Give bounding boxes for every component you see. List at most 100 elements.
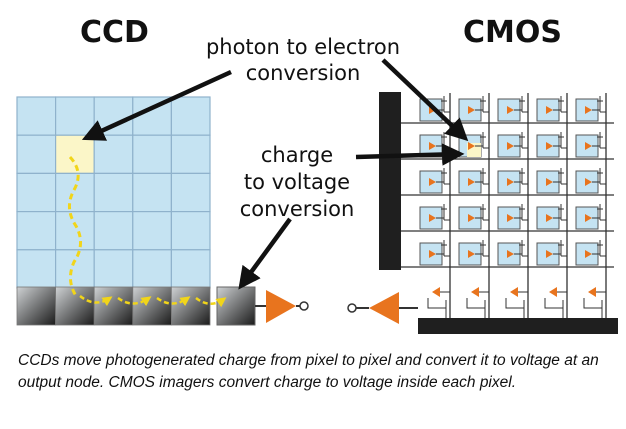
ccd-pixel <box>170 211 211 251</box>
pixel-amplifier-icon <box>585 178 592 186</box>
cmos-title: CMOS <box>463 15 562 50</box>
ccd-pixel <box>93 249 134 289</box>
photon-arrow-to-ccd <box>81 69 232 141</box>
pixel-transistor-wiring <box>514 240 528 257</box>
column-amp-wiring <box>466 291 489 318</box>
pixel-amplifier-icon <box>507 142 514 150</box>
ccd-pixel-array <box>16 96 211 289</box>
cmos-pixel <box>536 168 567 194</box>
ccd-pixel <box>93 172 134 213</box>
pixel-amplifier-icon <box>507 250 514 258</box>
pixel-transistor-wiring <box>553 96 567 113</box>
pixel-transistor-wiring <box>592 204 606 221</box>
ccd-pixel <box>54 96 95 136</box>
cmos-column-output-bus <box>418 318 618 334</box>
charge-arrow-to-ccd <box>238 217 292 290</box>
cmos-pixel <box>497 96 528 122</box>
cmos-pixel <box>575 240 606 266</box>
column-amp-wiring <box>427 291 450 318</box>
cmos-pixel <box>575 168 606 194</box>
output-node-circle-icon <box>299 301 309 311</box>
pixel-amplifier-icon <box>585 250 592 258</box>
photon-callout-line1: photon to electron <box>206 35 400 59</box>
pixel-amplifier-icon <box>546 214 553 222</box>
pixel-amplifier-icon <box>507 178 514 186</box>
pixel-transistor-wiring <box>553 204 567 221</box>
ccd-output-node <box>216 286 256 326</box>
pixel-transistor-wiring <box>475 204 489 221</box>
ccd-register-cell <box>170 286 211 326</box>
ccd-pixel <box>170 172 211 213</box>
ccd-register-cell <box>93 286 134 326</box>
pixel-transistor-wiring <box>475 96 489 113</box>
ccd-title: CCD <box>80 15 149 50</box>
amplifier-triangle-icon <box>588 287 596 297</box>
amplifier-triangle-icon <box>549 287 557 297</box>
pixel-amplifier-icon <box>546 142 553 150</box>
pixel-transistor-wiring <box>553 240 567 257</box>
ccd-pixel <box>93 211 134 251</box>
pixel-transistor-wiring <box>553 168 567 185</box>
cmos-pixel <box>419 204 450 230</box>
charge-arrow-to-cmos <box>355 143 465 166</box>
cmos-column-amplifiers <box>427 287 606 318</box>
output-node-circle-icon <box>347 303 357 313</box>
figure-caption: CCDs move photogenerated charge from pix… <box>18 352 599 391</box>
ccd-pixel <box>132 249 173 289</box>
cmos-pixel <box>536 240 567 266</box>
photon-callout-line2: conversion <box>246 61 361 85</box>
cmos-pixel <box>458 240 489 266</box>
amplifier-triangle-icon <box>471 287 479 297</box>
column-amp-wiring <box>544 291 567 318</box>
column-amp-wiring <box>583 291 606 318</box>
charge-callout-line1: charge <box>261 143 333 167</box>
ccd-cmos-diagram: CCD CMOS photon to electron conversion c… <box>16 15 618 334</box>
ccd-pixel <box>16 249 57 289</box>
charge-callout-line2: to voltage <box>244 170 350 194</box>
pixel-transistor-wiring <box>592 96 606 113</box>
cmos-pixel <box>536 96 567 122</box>
pixel-amplifier-icon <box>468 178 475 186</box>
cmos-pixel <box>575 96 606 122</box>
ccd-shift-register <box>16 286 211 326</box>
pixel-transistor-wiring <box>436 168 450 185</box>
pixel-amplifier-icon <box>546 178 553 186</box>
ccd-pixel <box>54 172 95 213</box>
charge-path-hop-2 <box>117 296 152 307</box>
pixel-amplifier-icon <box>429 250 436 258</box>
cmos-pixel <box>497 204 528 230</box>
amplifier-triangle-icon <box>432 287 440 297</box>
charge-callout-line3: conversion <box>240 197 355 221</box>
pixel-amplifier-icon <box>507 106 514 114</box>
pixel-transistor-wiring <box>436 204 450 221</box>
pixel-amplifier-icon <box>468 142 475 150</box>
pixel-transistor-wiring <box>475 132 489 149</box>
cmos-pixel <box>497 132 528 158</box>
pixel-amplifier-icon <box>585 106 592 114</box>
ccd-pixel <box>16 172 57 213</box>
column-amp-wiring <box>505 291 528 318</box>
cmos-pixel <box>497 168 528 194</box>
ccd-pixel <box>16 211 57 251</box>
cmos-pixel <box>419 168 450 194</box>
pixel-transistor-wiring <box>514 168 528 185</box>
pixel-transistor-wiring <box>436 96 450 113</box>
ccd-pixel <box>132 211 173 251</box>
pixel-amplifier-icon <box>468 106 475 114</box>
pixel-transistor-wiring <box>592 132 606 149</box>
ccd-pixel <box>170 249 211 289</box>
ccd-pixel <box>54 249 95 289</box>
pixel-transistor-wiring <box>475 168 489 185</box>
photon-arrow-to-cmos <box>381 58 469 142</box>
cmos-pixel-array <box>401 93 614 318</box>
pixel-transistor-wiring <box>514 132 528 149</box>
ccd-register-cell <box>16 286 56 326</box>
amplifier-triangle-icon <box>510 287 518 297</box>
pixel-amplifier-icon <box>429 178 436 186</box>
cmos-pixel <box>575 204 606 230</box>
amplifier-triangle-icon <box>266 290 296 323</box>
pixel-amplifier-icon <box>585 142 592 150</box>
pixel-transistor-wiring <box>436 132 450 149</box>
pixel-transistor-wiring <box>592 240 606 257</box>
cmos-pixel <box>458 96 489 122</box>
